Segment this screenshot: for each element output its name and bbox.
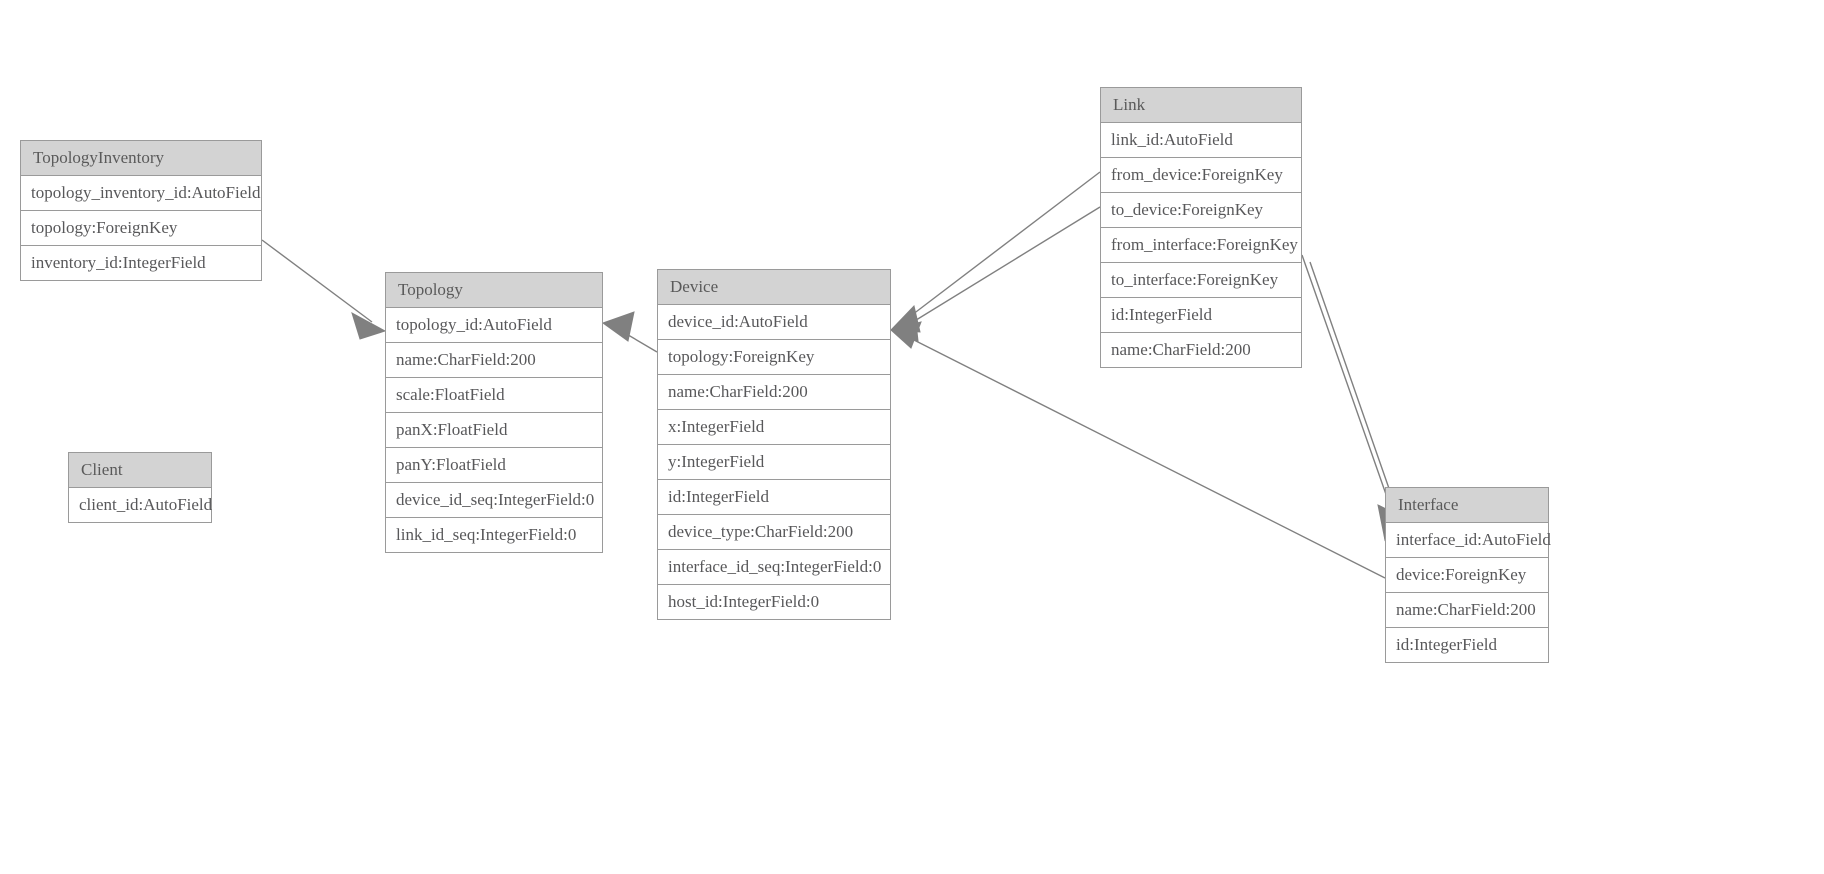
entity-field[interactable]: to_device:ForeignKey	[1101, 193, 1301, 228]
relationship-link-from-device-to-device	[889, 171, 1101, 333]
entity-field[interactable]: scale:FloatField	[386, 378, 602, 413]
entity-field[interactable]: link_id_seq:IntegerField:0	[386, 518, 602, 552]
entity-field[interactable]: id:IntegerField	[1386, 628, 1548, 662]
relationship-link-to-device-to-device	[889, 206, 1101, 342]
relationship-arrowhead	[601, 311, 635, 342]
relationship-line	[907, 206, 1101, 326]
entity-field[interactable]: device_id_seq:IntegerField:0	[386, 483, 602, 518]
entity-field[interactable]: host_id:IntegerField:0	[658, 585, 890, 619]
entity-field[interactable]: inventory_id:IntegerField	[21, 246, 261, 280]
entity-field[interactable]: topology:ForeignKey	[658, 340, 890, 375]
entity-field[interactable]: interface_id:AutoField	[1386, 523, 1551, 558]
entity-field[interactable]: id:IntegerField	[658, 480, 890, 515]
entity-field[interactable]: from_interface:ForeignKey	[1101, 228, 1301, 263]
entity-field[interactable]: name:CharField:200	[658, 375, 890, 410]
entity-field[interactable]: id:IntegerField	[1101, 298, 1301, 333]
relationship-line	[907, 171, 1101, 319]
relationship-line	[261, 239, 373, 323]
entity-field[interactable]: name:CharField:200	[1101, 333, 1301, 367]
entity-field[interactable]: topology:ForeignKey	[21, 211, 261, 246]
relationship-line	[1301, 254, 1396, 521]
entity-field[interactable]: device_id:AutoField	[658, 305, 890, 340]
relationship-arrowhead	[889, 321, 922, 349]
entity-title-client: Client	[69, 453, 211, 488]
relationship-line	[1309, 261, 1401, 521]
entity-field[interactable]: device_type:CharField:200	[658, 515, 890, 550]
entity-field[interactable]: interface_id_seq:IntegerField:0	[658, 550, 890, 585]
entity-title-topology: Topology	[386, 273, 602, 308]
relationship-topologyinventory-to-topology	[261, 239, 387, 340]
entity-field[interactable]: to_interface:ForeignKey	[1101, 263, 1301, 298]
entity-field[interactable]: y:IntegerField	[658, 445, 890, 480]
relationship-line	[909, 337, 1386, 579]
entity-field[interactable]: topology_id:AutoField	[386, 308, 602, 343]
relationship-arrowhead	[889, 312, 919, 342]
entity-title-interface: Interface	[1386, 488, 1548, 523]
relationship-line	[617, 328, 658, 353]
entity-field[interactable]: topology_inventory_id:AutoField	[21, 176, 261, 211]
entity-title-topology_inventory: TopologyInventory	[21, 141, 261, 176]
entity-field[interactable]: name:CharField:200	[386, 343, 602, 378]
entity-field[interactable]: panY:FloatField	[386, 448, 602, 483]
relationship-arrowhead	[889, 304, 921, 333]
relationship-device-to-topology	[601, 311, 658, 353]
entity-field[interactable]: panX:FloatField	[386, 413, 602, 448]
entity-field[interactable]: x:IntegerField	[658, 410, 890, 445]
entity-field[interactable]: client_id:AutoField	[69, 488, 212, 522]
entity-field[interactable]: device:ForeignKey	[1386, 558, 1548, 593]
entity-field[interactable]: name:CharField:200	[1386, 593, 1548, 628]
entity-title-device: Device	[658, 270, 890, 305]
entity-title-link: Link	[1101, 88, 1301, 123]
relationship-arrowhead	[351, 311, 387, 340]
entity-field[interactable]: link_id:AutoField	[1101, 123, 1301, 158]
entity-field[interactable]: from_device:ForeignKey	[1101, 158, 1301, 193]
